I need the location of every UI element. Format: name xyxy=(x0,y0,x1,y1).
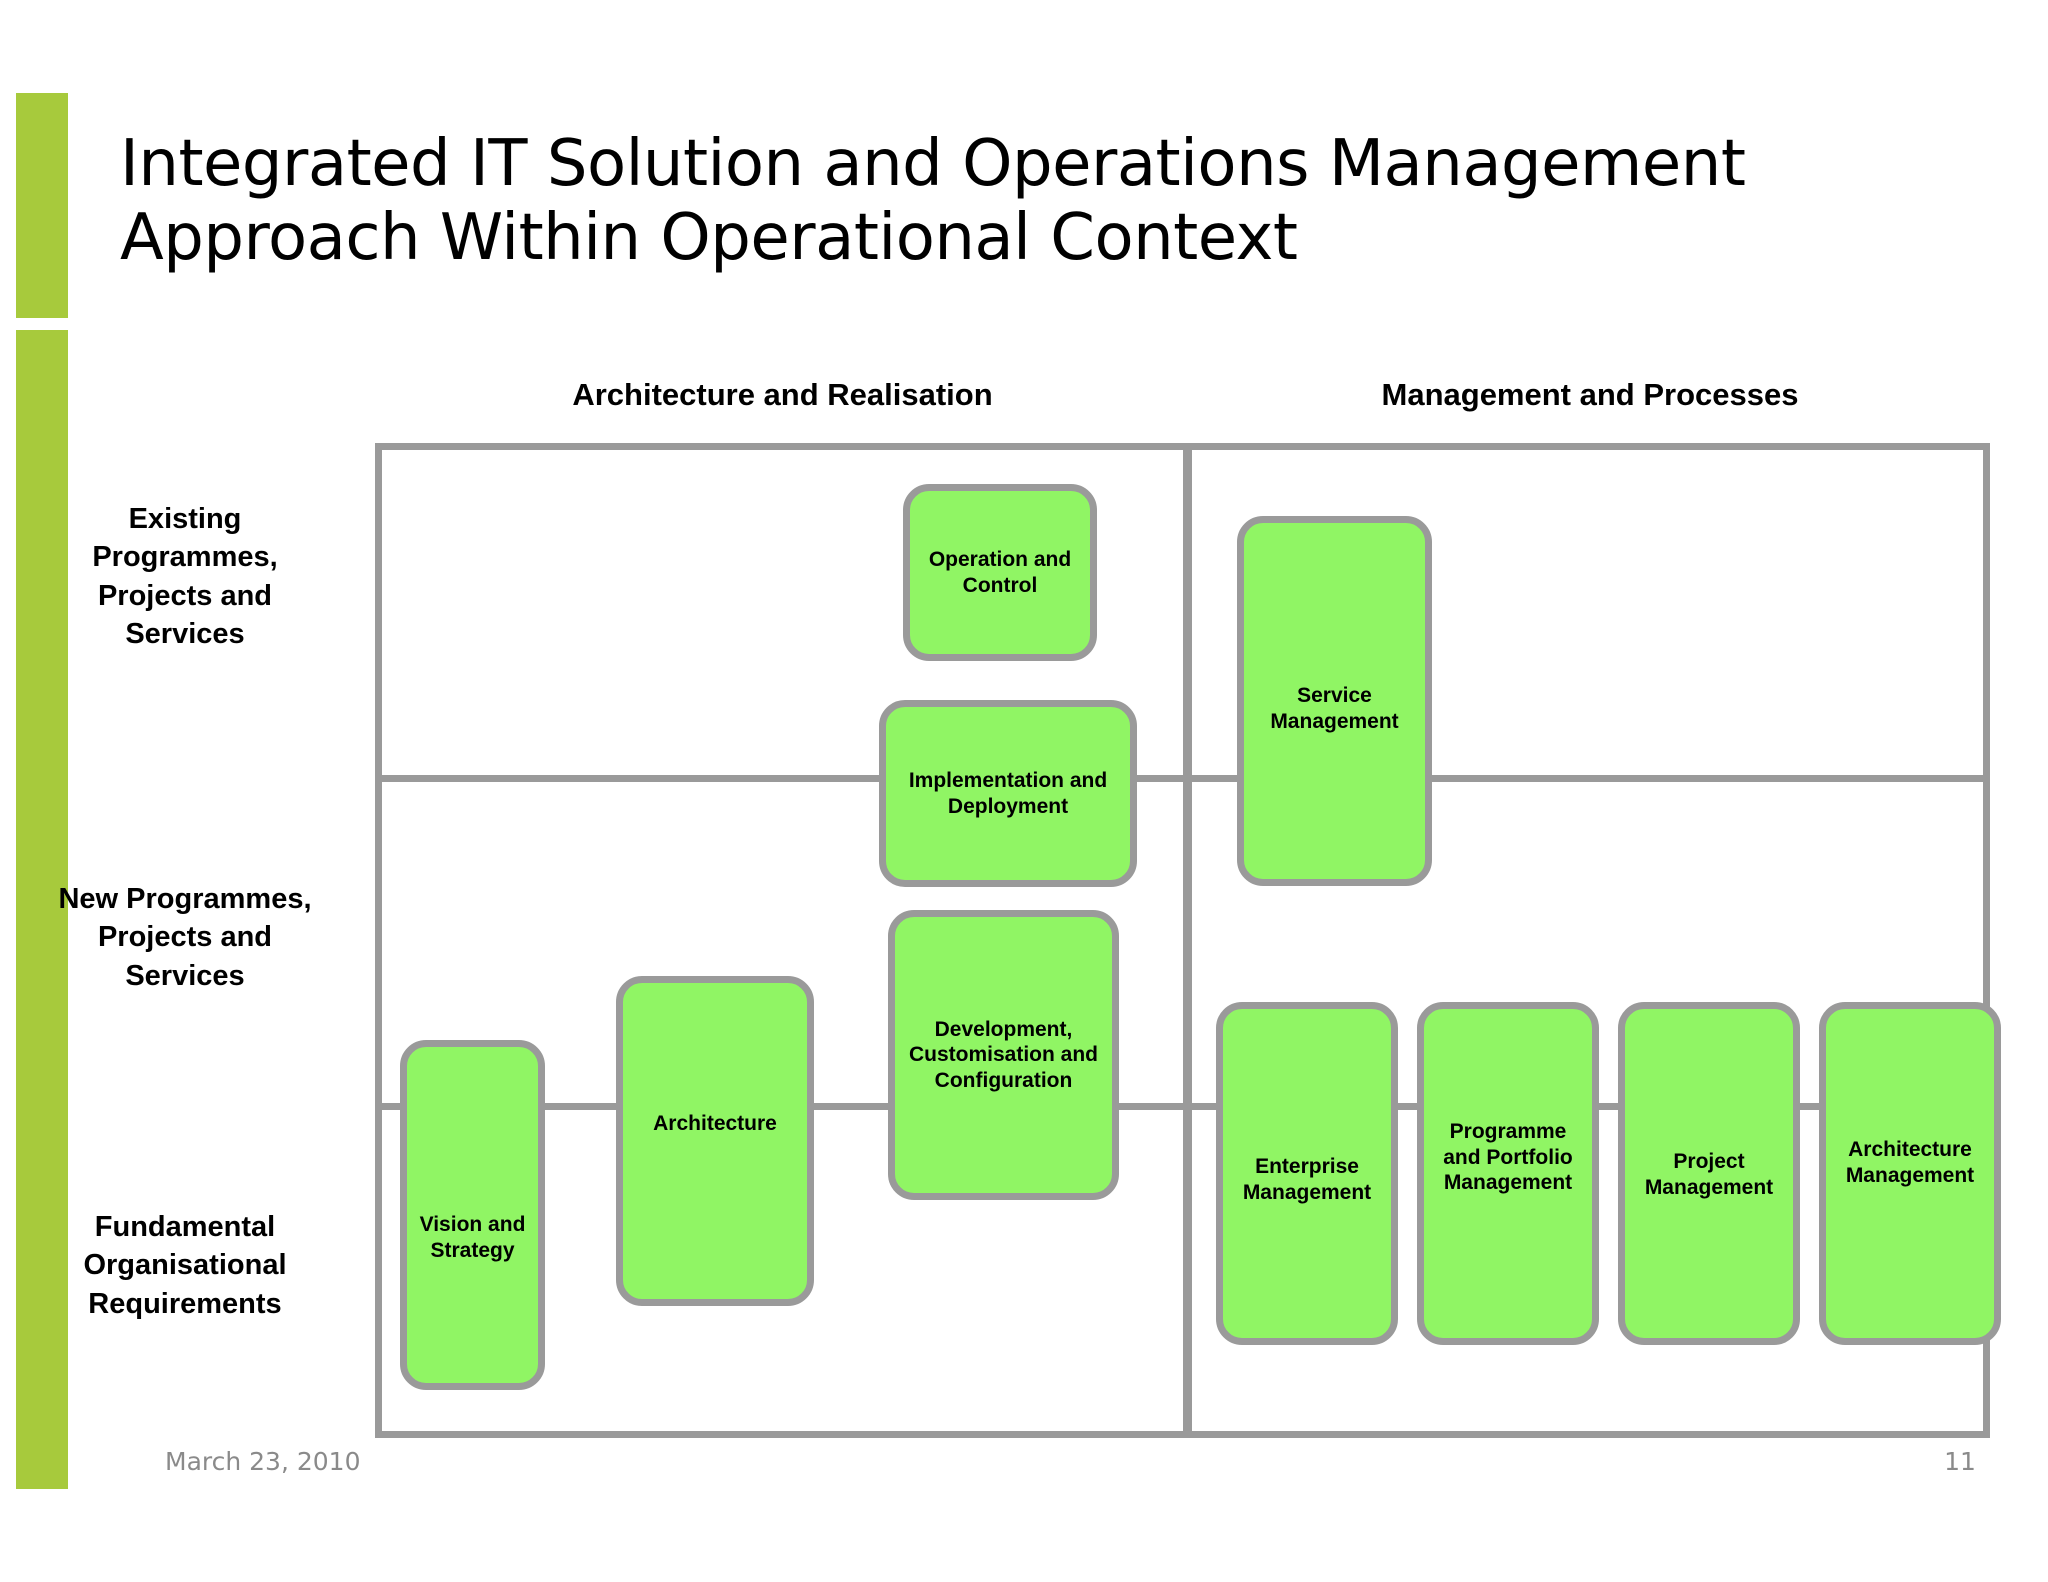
box-label: Enterprise Management xyxy=(1242,1155,1372,1204)
box-project-management[interactable]: Project Management xyxy=(1618,1002,1800,1345)
accent-bar-top xyxy=(16,93,68,318)
row-label-new: New Programmes, Projects and Services xyxy=(58,883,312,992)
box-label: Implementation and Deployment xyxy=(908,768,1108,818)
box-operation-and-control[interactable]: Operation and Control xyxy=(903,484,1097,661)
page-title-line-1: Integrated IT Solution and Operations Ma… xyxy=(120,127,1746,201)
box-label: Vision and Strategy xyxy=(419,1213,526,1262)
column-divider xyxy=(1183,443,1192,1438)
box-implementation-and-deployment[interactable]: Implementation and Deployment xyxy=(879,700,1137,887)
column-header-architecture-and-realisation: Architecture and Realisation xyxy=(572,377,993,412)
footer-date: March 23, 2010 xyxy=(165,1447,361,1476)
row-divider-2 xyxy=(375,1103,1990,1110)
box-label: Operation and Control xyxy=(928,547,1072,597)
page-title: Integrated IT Solution and Operations Ma… xyxy=(120,127,1970,275)
column-header-management-and-processes: Management and Processes xyxy=(1381,377,1799,412)
diagram-frame xyxy=(375,443,1990,1438)
box-architecture[interactable]: Architecture xyxy=(616,976,814,1306)
box-label: Service Management xyxy=(1270,684,1399,733)
box-architecture-management[interactable]: Architecture Management xyxy=(1819,1002,2001,1345)
box-label: Architecture xyxy=(653,1112,777,1135)
footer-page-number: 11 xyxy=(1944,1447,1976,1476)
box-development-customisation-and-configuration[interactable]: Development, Customisation and Configura… xyxy=(888,910,1119,1200)
box-vision-and-strategy[interactable]: Vision and Strategy xyxy=(400,1040,545,1390)
box-label: Development, Customisation and Configura… xyxy=(908,1017,1098,1092)
page-title-line-2: Approach Within Operational Context xyxy=(120,200,1298,275)
accent-bar-main xyxy=(16,330,68,1489)
box-label: Architecture Management xyxy=(1845,1138,1975,1187)
box-programme-and-portfolio-management[interactable]: Programme and Portfolio Management xyxy=(1417,1002,1599,1345)
row-label-existing: Existing Programmes, Projects and Servic… xyxy=(92,503,278,650)
box-enterprise-management[interactable]: Enterprise Management xyxy=(1216,1002,1398,1345)
row-label-fundamental: Fundamental Organisational Requirements xyxy=(83,1211,287,1320)
box-label: Programme and Portfolio Management xyxy=(1443,1120,1573,1195)
row-divider-1 xyxy=(375,775,1990,782)
box-label: Project Management xyxy=(1644,1150,1774,1199)
box-service-management[interactable]: Service Management xyxy=(1237,516,1432,886)
